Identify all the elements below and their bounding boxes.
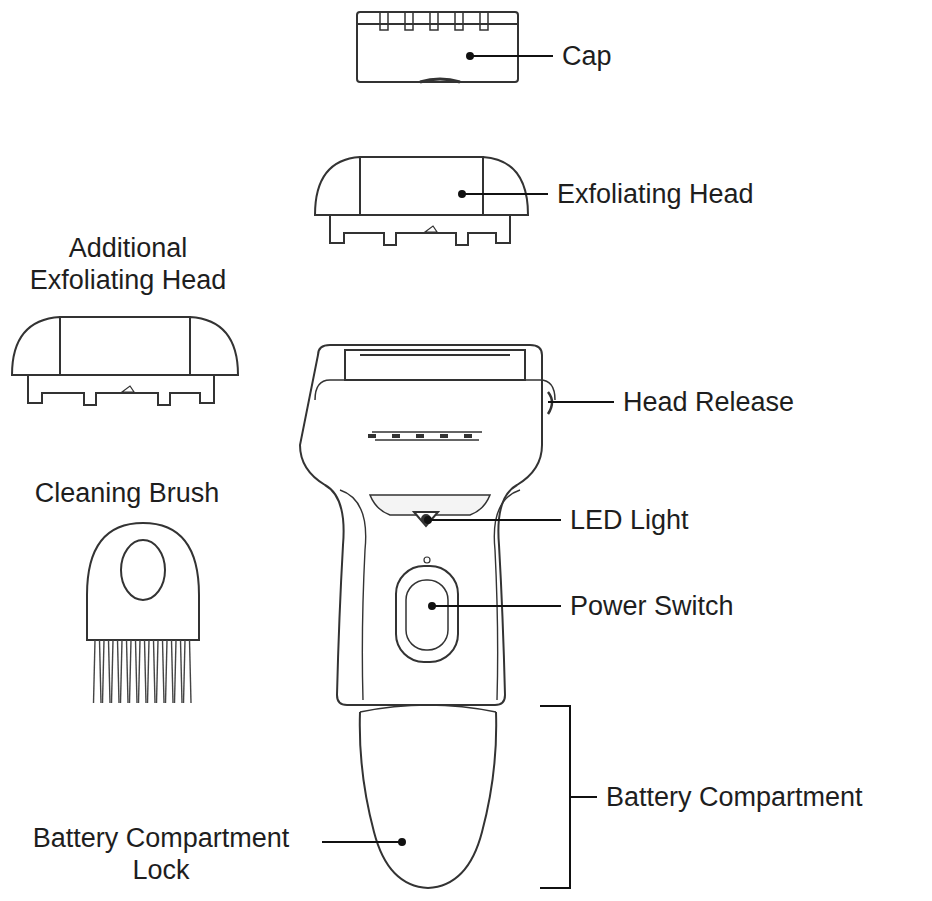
part-label: Additional Exfoliating Head (8, 232, 248, 296)
leader-lines (322, 53, 614, 888)
exfoliating-head-drawing (315, 157, 528, 245)
cleaning-brush-drawing (87, 523, 199, 703)
part-label: Battery Compartment Lock (6, 822, 316, 886)
part-label: Battery Compartment (606, 781, 863, 813)
part-label: Exfoliating Head (557, 178, 754, 210)
part-label: Cleaning Brush (17, 477, 237, 509)
part-label: Cap (562, 40, 612, 72)
cap-drawing (357, 12, 518, 82)
device-body (300, 345, 555, 888)
part-label: Head Release (623, 386, 794, 418)
part-label: Power Switch (570, 590, 734, 622)
part-label: LED Light (570, 504, 689, 536)
additional-head-drawing (12, 317, 238, 405)
